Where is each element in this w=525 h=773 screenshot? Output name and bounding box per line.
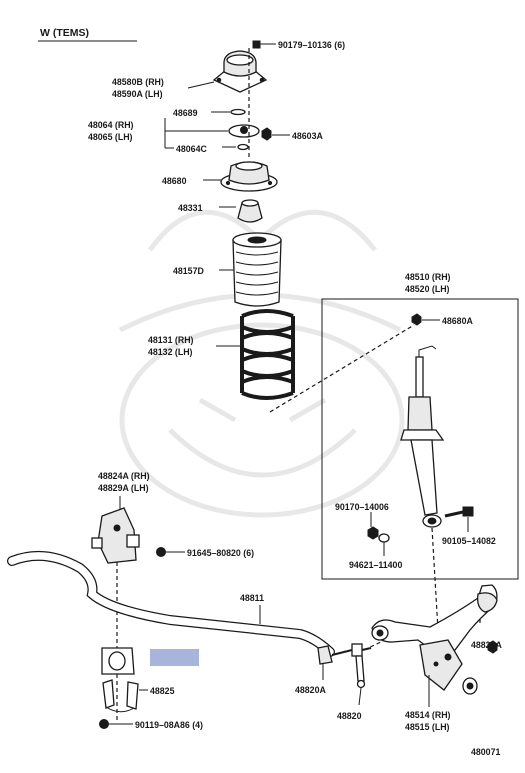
washer-94621-icon: [378, 533, 390, 543]
washer-48064c: [237, 143, 249, 151]
figure-number: 480071: [471, 747, 500, 757]
callout-90179: 90179–10136 (6): [278, 40, 345, 50]
stabilizer-bar: [7, 550, 335, 657]
callout-48680a: 48680A: [442, 316, 473, 326]
callout-48825: 48825: [150, 686, 175, 696]
callout-48603a: 48603A: [292, 131, 323, 141]
suspension-bearing: [220, 161, 278, 192]
top-bolt-icon: [252, 40, 261, 49]
callout-48580b: 48580B (RH): [112, 77, 164, 87]
callout-91645: 91645–80820 (6): [187, 548, 254, 558]
callout-48514: 48514 (RH): [405, 710, 451, 720]
callout-48824a: 48824A (RH): [98, 471, 150, 481]
callout-48331: 48331: [178, 203, 203, 213]
strut-support-mount: [212, 50, 268, 93]
bolt-90119-icon: [99, 719, 109, 729]
nut-90170-icon: [367, 526, 379, 540]
callout-48131: 48131 (RH): [148, 335, 194, 345]
callout-48820a-left: 48820A: [295, 685, 326, 695]
nut-48603a-icon: [261, 127, 272, 141]
coil-spring: [240, 309, 295, 400]
callout-48680: 48680: [162, 176, 187, 186]
shock-absorber-box: [321, 298, 519, 580]
upper-seat: [228, 124, 260, 138]
callout-48064c: 48064C: [176, 144, 207, 154]
callout-48132: 48132 (LH): [148, 347, 193, 357]
callout-48515: 48515 (LH): [405, 722, 450, 732]
plate-48689: [230, 108, 246, 116]
dust-boot: [232, 232, 282, 307]
callout-90170: 90170–14006: [335, 502, 389, 512]
bolt-91645-icon: [156, 547, 166, 557]
stabilizer-bushing: [101, 647, 135, 675]
callout-48811: 48811: [240, 593, 264, 603]
spring-to-absorber-link: [269, 324, 415, 413]
callout-48065: 48065 (LH): [88, 132, 133, 142]
callout-48590a: 48590A (LH): [112, 89, 163, 99]
shock-absorber: [400, 345, 445, 528]
callout-48520: 48520 (LH): [405, 284, 450, 294]
highlight-box: [150, 649, 199, 666]
callout-48820a-right: 48820A: [471, 640, 502, 650]
lower-control-arm: [371, 584, 498, 695]
stabilizer-link: [317, 643, 372, 689]
callout-48689: 48689: [173, 108, 198, 118]
callout-90119: 90119–08A86 (4): [135, 720, 203, 730]
nut-48820a-icon: [487, 640, 498, 654]
callout-90105: 90105–14082: [442, 536, 496, 546]
callout-48064: 48064 (RH): [88, 120, 134, 130]
stabilizer-bracket: [91, 507, 140, 564]
callout-48829a: 48829A (LH): [98, 483, 149, 493]
callout-48510: 48510 (RH): [405, 272, 451, 282]
callout-48820: 48820: [337, 711, 362, 721]
nut-48680a-icon: [411, 313, 422, 326]
bolt-90105-icon: [444, 506, 474, 518]
callout-94621: 94621–11400: [349, 560, 402, 570]
bound-bumper: [237, 199, 263, 223]
variant-label: W (TEMS): [40, 27, 89, 39]
watermark-emblem: [118, 209, 405, 518]
stabilizer-clamp: [102, 679, 139, 713]
callout-48157d: 48157D: [173, 266, 204, 276]
